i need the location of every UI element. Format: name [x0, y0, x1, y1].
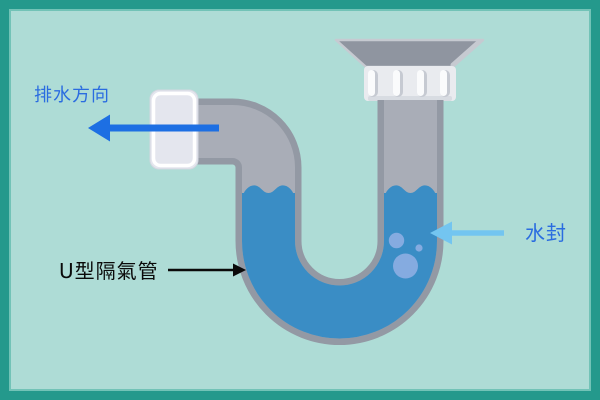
water-surface-left — [242, 185, 295, 201]
bubble-medium — [388, 232, 405, 249]
collar-ridges — [368, 70, 450, 97]
water-seal-arrow-icon — [430, 221, 504, 245]
water-bubbles — [388, 232, 423, 279]
bubble-large — [393, 253, 418, 279]
u-trap-arrow-icon — [168, 263, 246, 277]
drain-direction-label: 排水方向 — [34, 85, 110, 106]
funnel-highlight — [450, 39, 482, 68]
collar-body — [364, 66, 456, 101]
water-seal-label: 水封 — [525, 221, 567, 245]
u-trap-label: U型隔氣管 — [59, 259, 159, 283]
water-surface-right — [384, 185, 437, 201]
collar-shadow — [368, 96, 452, 101]
bubble-small — [415, 244, 423, 252]
drain-direction-arrow-icon — [88, 114, 219, 142]
pipe-collar-nut — [364, 66, 456, 101]
